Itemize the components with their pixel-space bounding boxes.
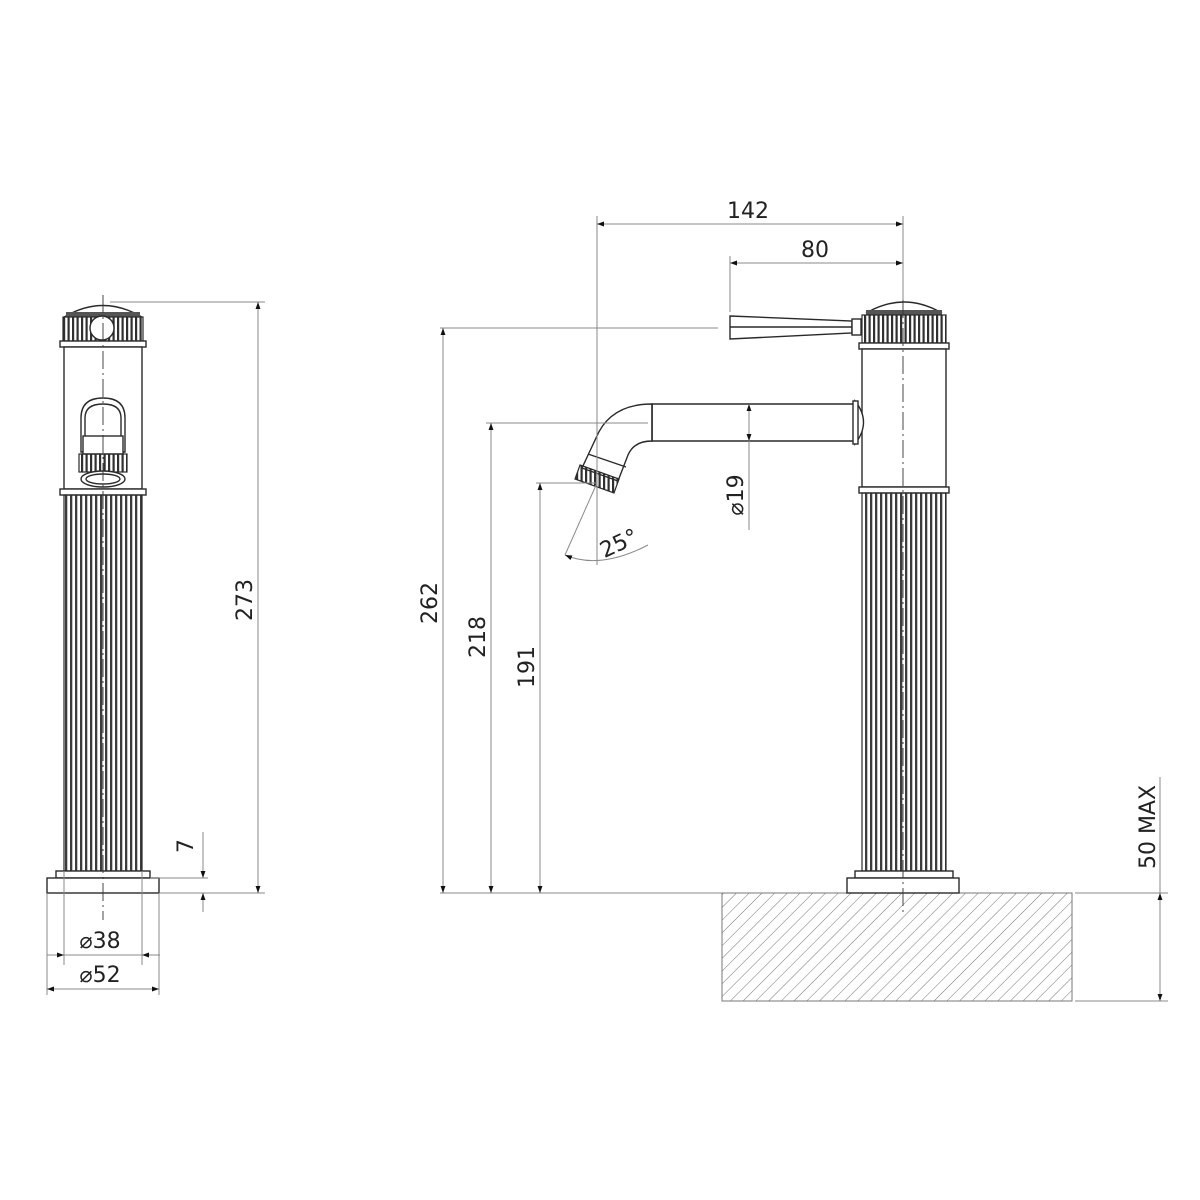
side-top-knurl — [861, 314, 947, 344]
deck-section-hatch — [721, 892, 1073, 1002]
dim-spout-top-height: 218 — [466, 616, 491, 658]
dim-handle-height: 262 — [418, 582, 443, 624]
front-view: 273 7 ⌀38 ⌀52 — [46, 295, 265, 995]
dim-body-diameter: ⌀38 — [79, 929, 120, 954]
side-upper-body — [861, 348, 947, 488]
spout-arm — [651, 403, 856, 442]
dim-overall-height: 273 — [233, 579, 258, 621]
dim-spout-reach: 142 — [727, 199, 769, 224]
dim-max-deck-thickness: 50 MAX — [1136, 785, 1161, 869]
dim-outlet-height: 191 — [515, 646, 540, 688]
side-view: 142 80 262 218 191 ⌀19 25° 50 MAX — [418, 199, 1168, 1002]
dim-spout-diameter: ⌀19 — [724, 474, 749, 515]
dim-base-height: 7 — [174, 839, 199, 853]
side-fluted-body — [861, 492, 947, 872]
top-cap-band — [66, 312, 140, 317]
dim-handle-length: 80 — [801, 238, 829, 263]
dim-base-diameter: ⌀52 — [79, 963, 120, 988]
dim-outlet-angle: 25° — [596, 525, 642, 564]
side-button — [89, 315, 115, 341]
